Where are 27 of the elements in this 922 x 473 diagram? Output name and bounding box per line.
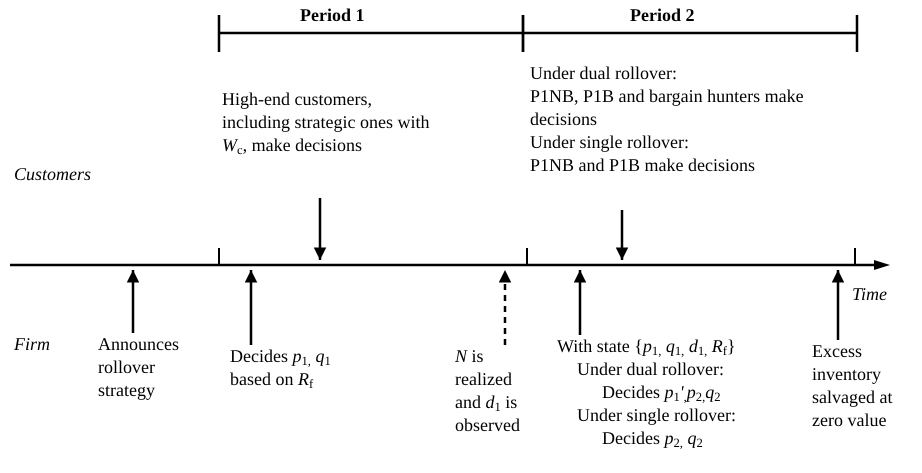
arrow: [616, 210, 628, 260]
row-label: Firm: [14, 333, 50, 356]
event-text: P1NB, P1B and bargain hunters make decisions: [530, 85, 805, 131]
arrow: [244, 270, 258, 345]
time-axis: [10, 260, 890, 270]
arrow: [314, 198, 326, 260]
event-text: Decides p$_{1}$'$_{,}$p$_{2,}$q$_{2}$: [601, 381, 722, 404]
event-text: High-end customers, including strategic ones with W$_{c}$, make decisions: [222, 88, 430, 157]
period-label: Period 2: [630, 4, 694, 27]
arrow: [574, 270, 586, 335]
event-text: Under dual rollover:: [576, 358, 725, 381]
event-text: Excess inventory salvaged at zero value: [812, 340, 894, 432]
row-label: Customers: [14, 163, 92, 186]
event-text: Announces rollover strategy: [98, 333, 180, 402]
arrow: [126, 270, 140, 333]
event-text: P1NB and P1B make decisions: [530, 154, 756, 177]
event-text: N is realized and d$_{1}$ is observed: [455, 345, 521, 437]
event-text: Decides p$_{2,}$ q$_{2}$: [601, 427, 704, 450]
arrow: [832, 270, 844, 340]
event-text: Under single rollover:: [576, 404, 737, 427]
event-text: Under single rollover:: [530, 131, 690, 154]
event-text: Decides p$_{1,}$ q$_{1}$ based on R$_{f}$: [230, 345, 332, 391]
axis-label: Time: [852, 283, 888, 306]
event-text: With state {p$_{1,}$ q$_{1,}$ d$_{1,}$ R$_{f}$}: [557, 335, 737, 358]
period-label: Period 1: [300, 4, 364, 27]
event-text: Under dual rollover:: [530, 62, 678, 85]
arrow: [498, 270, 512, 345]
